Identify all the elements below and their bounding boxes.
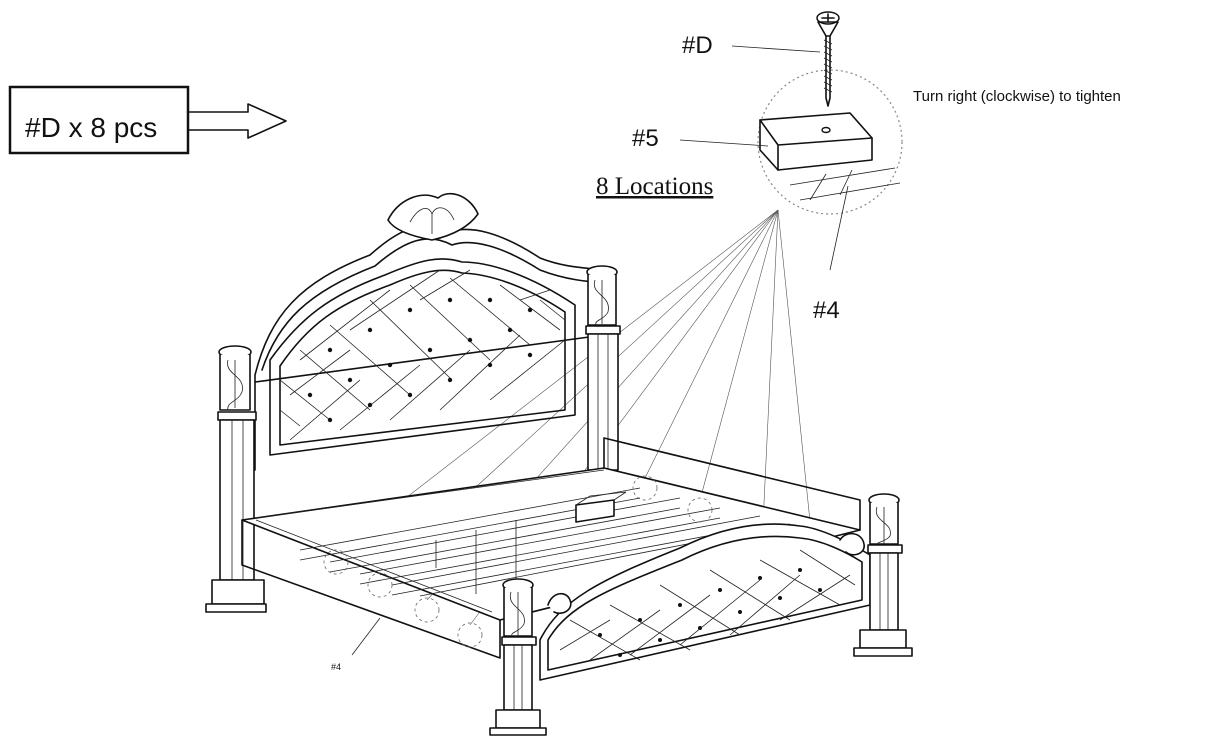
quantity-box <box>8 85 190 155</box>
quantity-callout: #D x 8 pcs <box>8 85 287 155</box>
instruction-text: Turn right (clockwise) to tighten <box>913 88 1121 105</box>
block-arrow-icon <box>187 103 287 139</box>
zoom-detail-circle <box>757 11 903 215</box>
screw-label: #D <box>682 32 713 59</box>
quantity-label: #D x 8 pcs <box>25 112 157 143</box>
rail-detail-label: #4 <box>813 297 840 324</box>
screw-icon <box>816 11 840 107</box>
locations-label: 8 Locations <box>596 173 713 200</box>
rail-small-label: #4 <box>331 662 341 672</box>
slat-label: #5 <box>632 125 659 152</box>
bed-frame-illustration <box>205 192 913 736</box>
